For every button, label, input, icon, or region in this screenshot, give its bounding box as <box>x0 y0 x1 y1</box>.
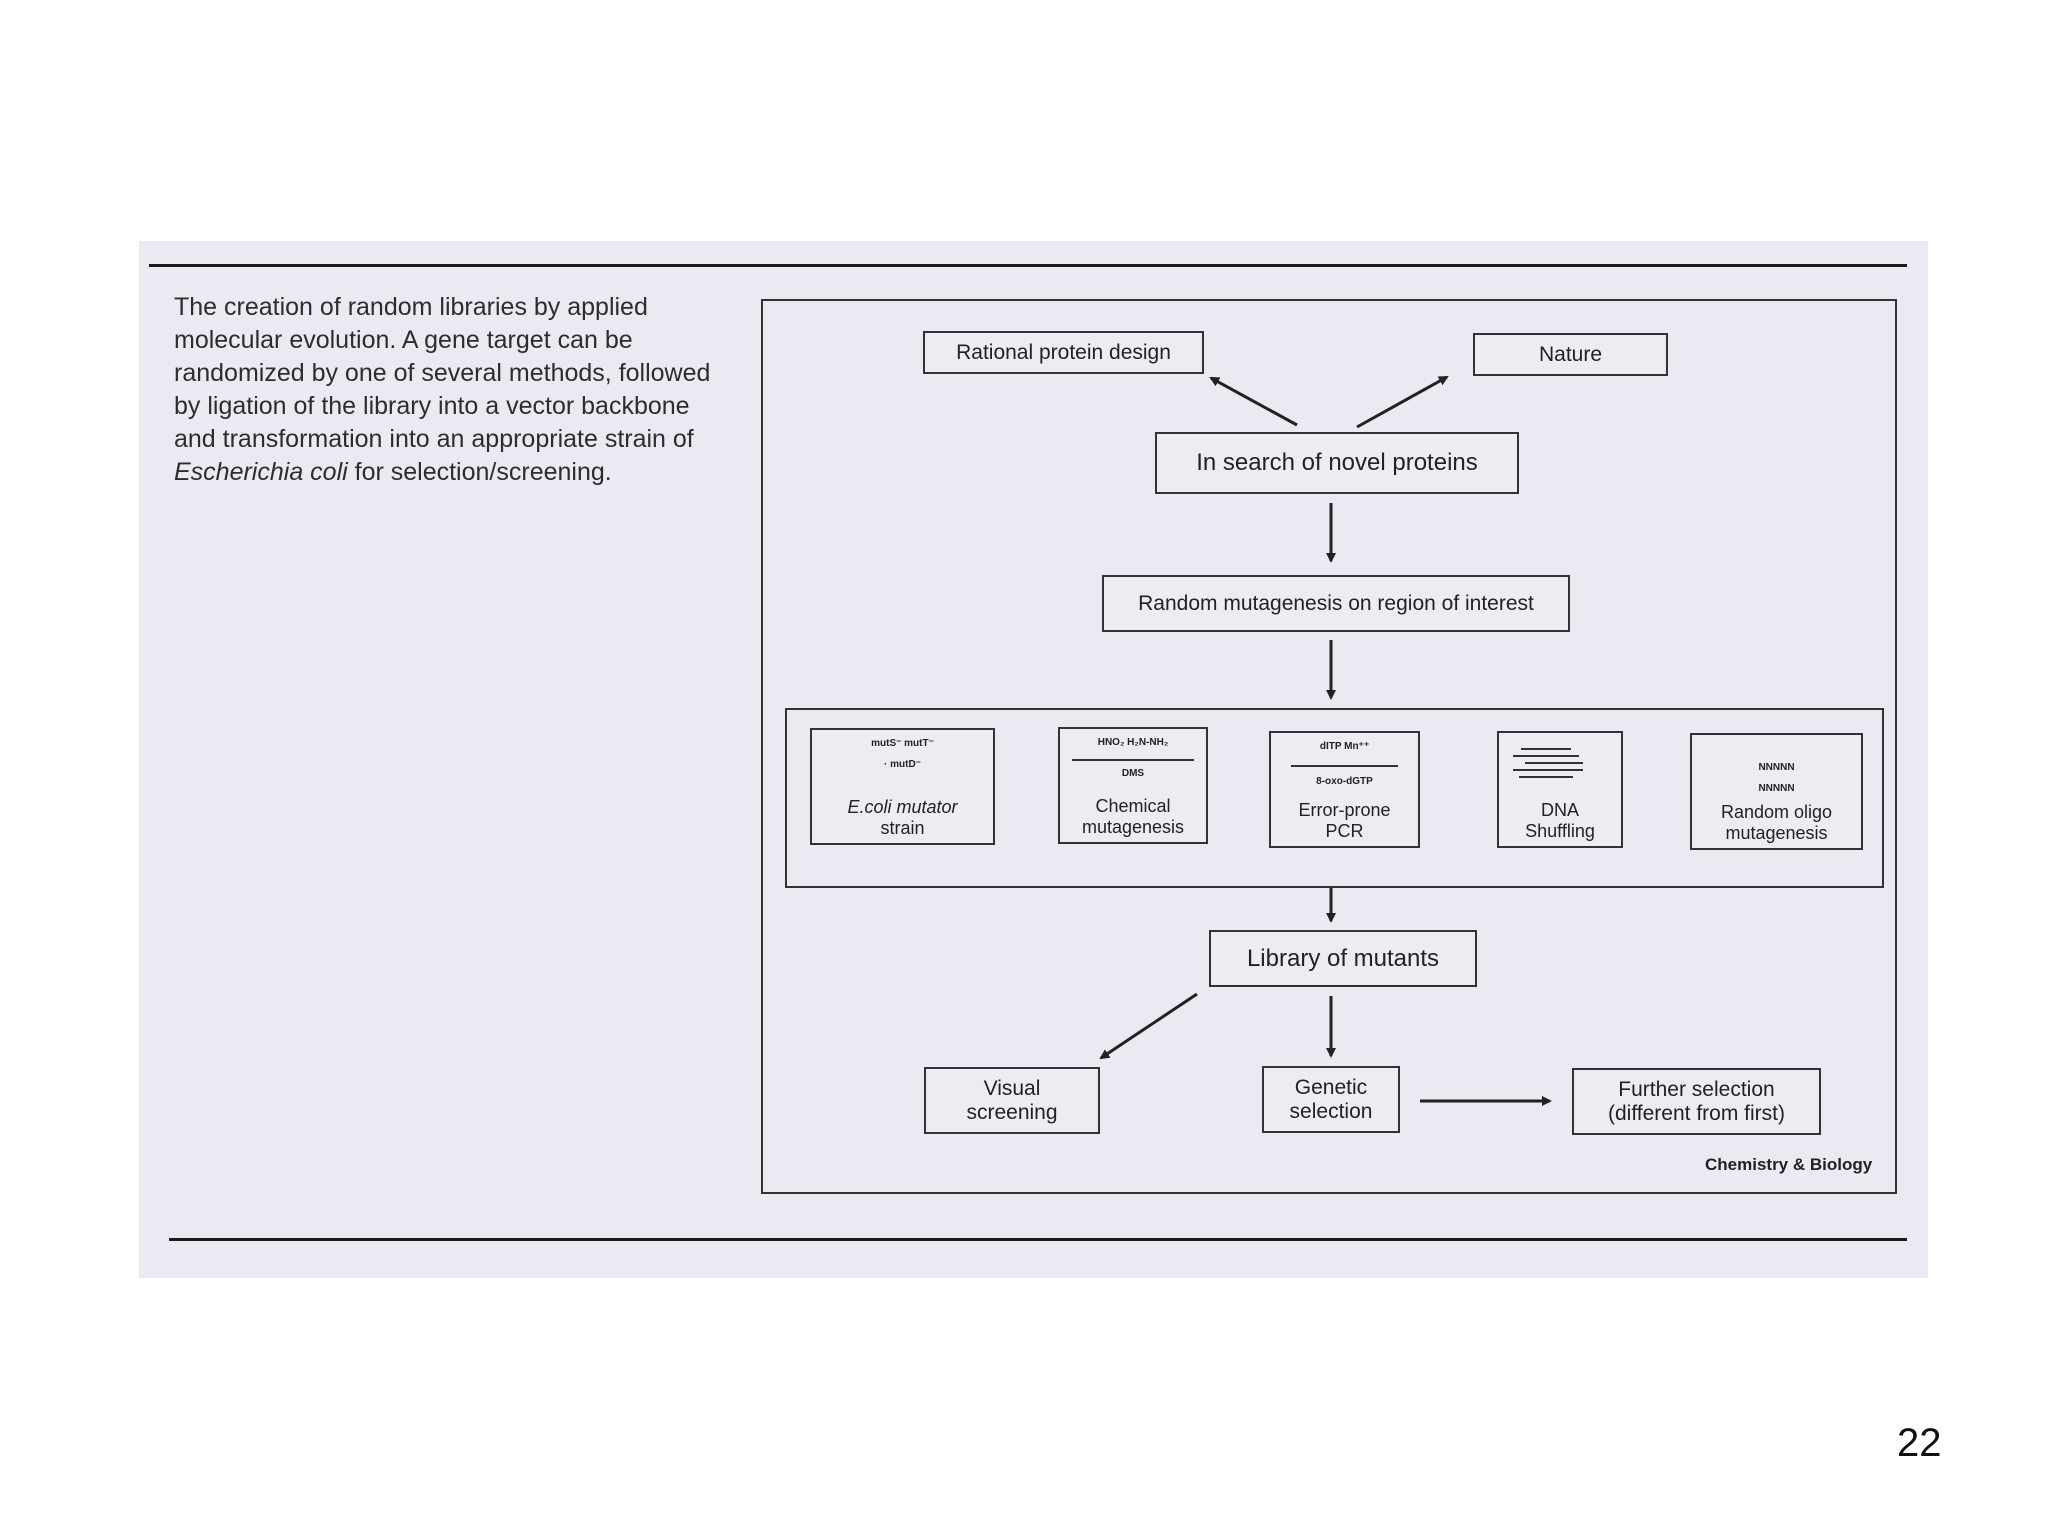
further-selection-box: Further selection(different from first) <box>1572 1068 1821 1135</box>
methods-frame <box>785 708 1884 888</box>
mutator-art: mutS⁻ mutT⁻· mutD⁻ <box>871 738 934 770</box>
page-number: 22 <box>1897 1421 1942 1465</box>
bottom-rule <box>169 1238 1907 1241</box>
random-mutagenesis-box: Random mutagenesis on region of interest <box>1102 575 1570 632</box>
shuffling-art <box>1499 736 1621 786</box>
journal-credit: Chemistry & Biology <box>1705 1155 1873 1174</box>
figure-caption: The creation of random libraries by appl… <box>174 293 711 486</box>
figure-scan: The creation of random libraries by appl… <box>139 241 1928 1278</box>
library-of-mutants-box: Library of mutants <box>1209 930 1477 987</box>
search-proteins-box: In search of novel proteins <box>1155 432 1519 494</box>
rational-design-box: Rational protein design <box>923 331 1204 374</box>
top-rule <box>149 264 1907 267</box>
pcr-art: dITP Mn⁺⁺8-oxo-dGTP <box>1271 736 1418 787</box>
nature-box: Nature <box>1473 333 1668 376</box>
diagram-frame <box>761 299 1897 1194</box>
